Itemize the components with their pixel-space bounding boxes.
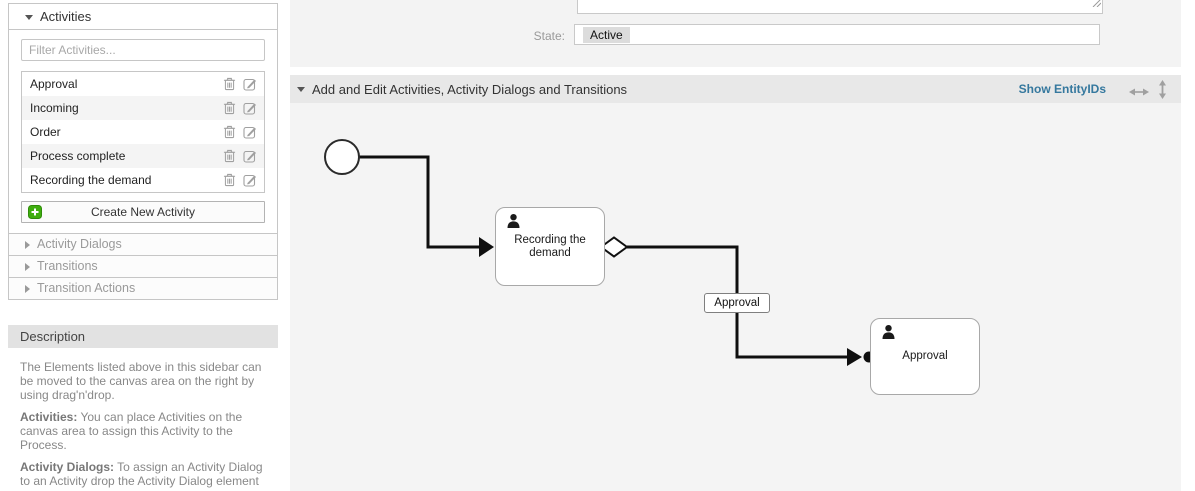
- activity-list-item[interactable]: Process complete: [22, 144, 264, 168]
- accordion-section-transition-actions[interactable]: Transition Actions: [9, 277, 277, 299]
- person-icon: [507, 214, 520, 233]
- accordion-section-title: Activities: [40, 9, 92, 24]
- edit-icon[interactable]: [242, 101, 257, 116]
- create-new-activity-button[interactable]: Create New Activity: [21, 201, 265, 223]
- description-paragraph: Activities: You can place Activities on …: [20, 410, 243, 452]
- activity-node-label: Recording the demand: [514, 233, 586, 259]
- description-title: Description: [8, 325, 278, 348]
- show-entity-ids-link[interactable]: Show EntityIDs: [1018, 82, 1106, 96]
- activity-list-item[interactable]: Recording the demand: [22, 168, 264, 192]
- state-selected-value: Active: [583, 27, 630, 43]
- activity-list-item[interactable]: Approval: [22, 72, 264, 96]
- trash-icon[interactable]: [222, 173, 237, 188]
- transition-diamond[interactable]: [599, 236, 629, 258]
- accordion-section-activity-dialogs[interactable]: Activity Dialogs: [9, 233, 277, 255]
- transition-label-box[interactable]: Approval: [704, 293, 770, 313]
- process-form-panel: State: Active: [290, 0, 1181, 67]
- activity-node-approval[interactable]: Approval: [870, 318, 980, 395]
- description-paragraph: The Elements listed above in this sideba…: [20, 360, 262, 402]
- create-new-activity-label: Create New Activity: [90, 205, 196, 219]
- activity-node-label: Approval: [902, 350, 948, 362]
- activities-list: Approval Incoming Order: [21, 71, 265, 193]
- description-widget: Description The Elements listed above in…: [8, 325, 278, 488]
- filter-activities-input[interactable]: [21, 39, 265, 61]
- diagram-connectors: [324, 139, 875, 366]
- edit-icon[interactable]: [242, 149, 257, 164]
- extend-canvas-width-icon[interactable]: [1129, 84, 1149, 102]
- add-icon: [28, 205, 42, 222]
- elements-accordion: Activities Approval Incoming: [8, 3, 278, 300]
- accordion-section-transitions[interactable]: Transitions: [9, 255, 277, 277]
- trash-icon[interactable]: [222, 149, 237, 164]
- trash-icon[interactable]: [222, 77, 237, 92]
- activity-item-label: Process complete: [30, 149, 126, 163]
- activity-node-recording-the-demand[interactable]: Recording the demand: [495, 207, 605, 286]
- chevron-right-icon: [25, 240, 30, 249]
- start-event-circle[interactable]: [324, 139, 360, 175]
- canvas-section-title: Add and Edit Activities, Activity Dialog…: [312, 82, 628, 97]
- activity-item-label: Approval: [30, 77, 78, 91]
- accordion-section-title: Activity Dialogs: [37, 237, 122, 251]
- edit-icon[interactable]: [242, 125, 257, 140]
- extend-canvas-height-icon[interactable]: [1158, 80, 1167, 104]
- description-body: The Elements listed above in this sideba…: [8, 348, 278, 488]
- chevron-down-icon: [25, 15, 33, 21]
- accordion-section-title: Transitions: [37, 259, 98, 273]
- activity-item-label: Incoming: [30, 101, 79, 115]
- state-select[interactable]: Active: [574, 24, 1100, 45]
- process-canvas[interactable]: Recording the demand Approval Approval: [290, 103, 1181, 491]
- activity-item-label: Recording the demand: [30, 173, 152, 187]
- canvas-section-header[interactable]: Add and Edit Activities, Activity Dialog…: [290, 75, 1181, 103]
- activity-list-item[interactable]: Order: [22, 120, 264, 144]
- chevron-down-icon: [297, 87, 305, 92]
- description-paragraph: Activity Dialogs: To assign an Activity …: [20, 460, 263, 488]
- activity-list-item[interactable]: Incoming: [22, 96, 264, 120]
- trash-icon[interactable]: [222, 101, 237, 116]
- accordion-section-title: Transition Actions: [37, 281, 136, 295]
- chevron-right-icon: [25, 284, 30, 293]
- person-icon: [882, 325, 895, 344]
- trash-icon[interactable]: [222, 125, 237, 140]
- activity-item-label: Order: [30, 125, 61, 139]
- edit-icon[interactable]: [242, 173, 257, 188]
- description-textarea[interactable]: [577, 0, 1103, 14]
- state-field-label: State:: [533, 29, 565, 43]
- sidebar: Activities Approval Incoming: [8, 3, 278, 491]
- edit-icon[interactable]: [242, 77, 257, 92]
- chevron-right-icon: [25, 262, 30, 271]
- accordion-section-activities[interactable]: Activities: [9, 4, 277, 30]
- activities-panel: Approval Incoming Order: [9, 30, 277, 233]
- resize-grip-icon[interactable]: [1091, 0, 1102, 12]
